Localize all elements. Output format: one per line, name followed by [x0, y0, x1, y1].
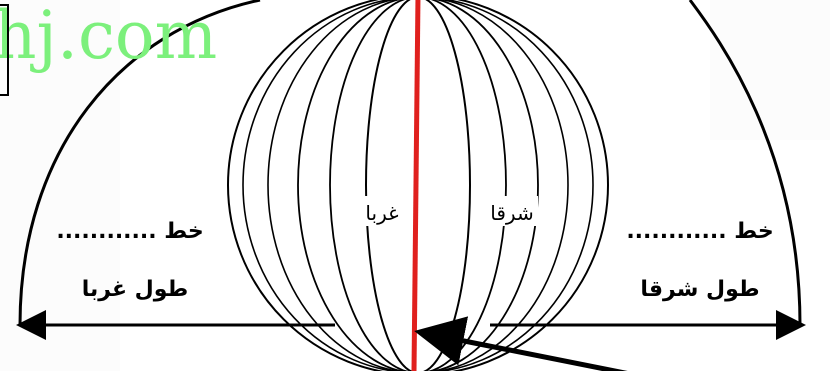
east-label: شرقا	[490, 201, 533, 225]
watermark-text: hj.com	[0, 0, 217, 74]
prime-meridian-line	[414, 0, 418, 371]
left-line-title: خط ............	[56, 219, 203, 244]
right-line-title: خط ............	[626, 219, 773, 244]
left-subtitle: طول غربا	[82, 277, 189, 302]
west-label: غربا	[365, 201, 398, 225]
right-subtitle: طول شرقا	[640, 277, 759, 302]
